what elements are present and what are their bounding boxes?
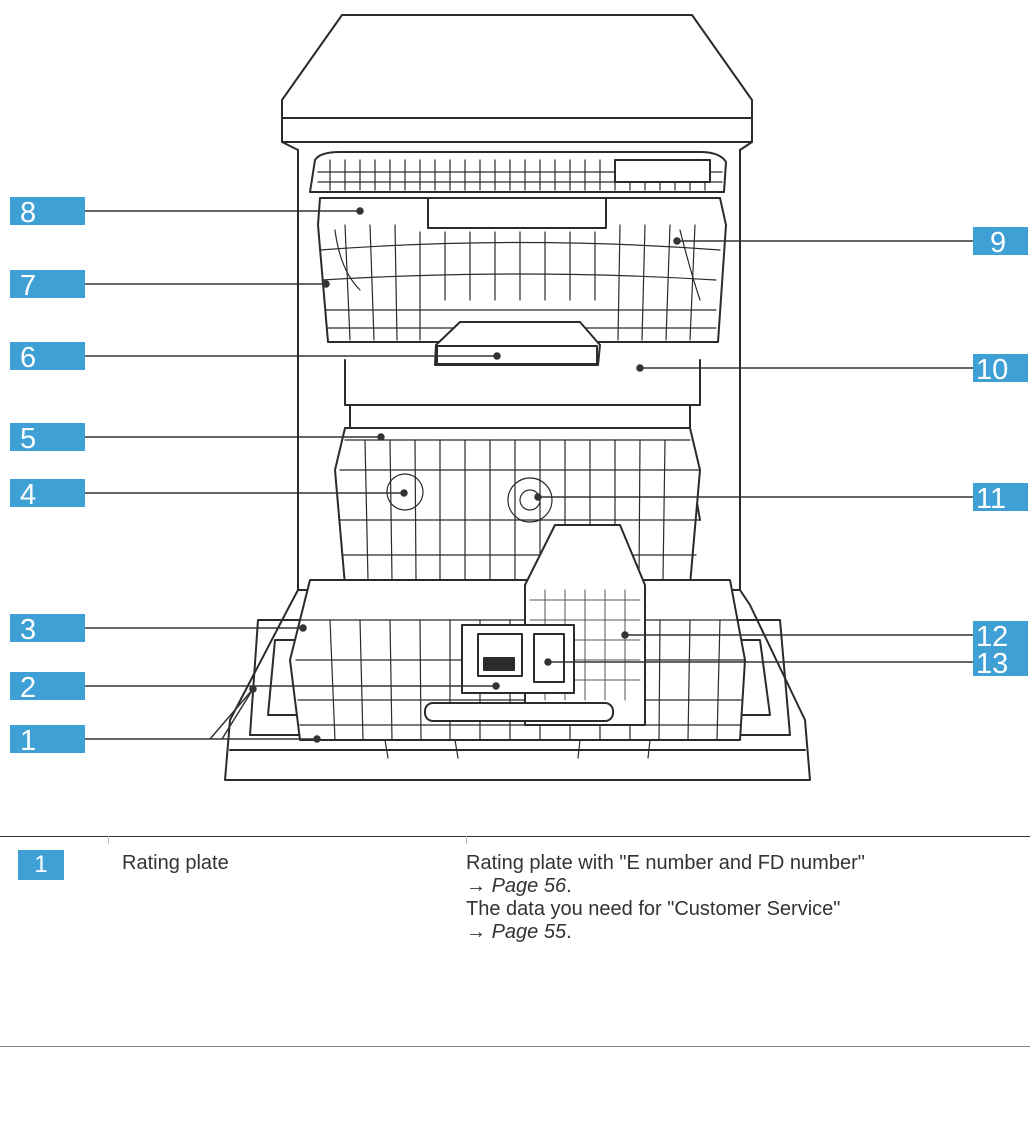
desc-line: Rating plate with "E number and FD numbe… <box>466 852 865 874</box>
desc-line: The data you need for "Customer Service" <box>466 898 841 920</box>
svg-text:7: 7 <box>20 270 36 302</box>
callout-2: 2 <box>10 672 85 704</box>
svg-text:10: 10 <box>976 354 1008 386</box>
svg-text:2: 2 <box>20 672 36 704</box>
svg-text:8: 8 <box>20 197 36 229</box>
worktop <box>281 14 753 143</box>
svg-text:5: 5 <box>20 423 36 455</box>
svg-text:9: 9 <box>990 227 1006 259</box>
callout-11: 11 <box>973 483 1028 515</box>
callout-3: 3 <box>10 614 85 646</box>
callout-12: 12 <box>973 621 1028 653</box>
page-reference-link[interactable]: Page 55 <box>491 921 567 943</box>
svg-text:6: 6 <box>20 342 36 374</box>
legend-top-rule <box>0 836 1030 837</box>
svg-text:12: 12 <box>976 621 1008 653</box>
callout-10: 10 <box>973 354 1028 386</box>
svg-text:11: 11 <box>976 483 1006 515</box>
svg-text:1: 1 <box>20 725 36 757</box>
callout-5: 5 <box>10 423 85 455</box>
callout-9: 9 <box>973 227 1028 259</box>
svg-text:13: 13 <box>976 648 1008 680</box>
legend-description: Rating plate with "E number and FD numbe… <box>466 852 1026 944</box>
svg-text:4: 4 <box>20 479 36 511</box>
desc-line: → Page 55. <box>466 921 1026 944</box>
legend-badge: 1 <box>18 850 64 880</box>
callout-6: 6 <box>10 342 85 374</box>
cabinet-body <box>297 149 741 591</box>
desc-punct: . <box>566 875 572 897</box>
arrow-icon: → <box>466 921 486 943</box>
callout-1: 1 <box>10 725 85 757</box>
callout-7: 7 <box>10 270 85 302</box>
desc-line: → Page 56. <box>466 875 1026 898</box>
svg-text:3: 3 <box>20 614 36 646</box>
desc-punct: . <box>566 921 572 943</box>
callout-13: 13 <box>973 648 1028 680</box>
legend-bottom-rule <box>0 1046 1030 1047</box>
legend-term: Rating plate <box>122 852 229 874</box>
legend-column-divider <box>108 836 109 844</box>
legend-column-divider <box>466 836 467 844</box>
callout-8: 8 <box>10 197 85 229</box>
dishwasher-diagram: 1 2 3 4 5 6 7 8 <box>10 14 1028 781</box>
page-reference-link[interactable]: Page 56 <box>491 875 567 897</box>
callout-4: 4 <box>10 479 85 511</box>
arrow-icon: → <box>466 875 486 897</box>
